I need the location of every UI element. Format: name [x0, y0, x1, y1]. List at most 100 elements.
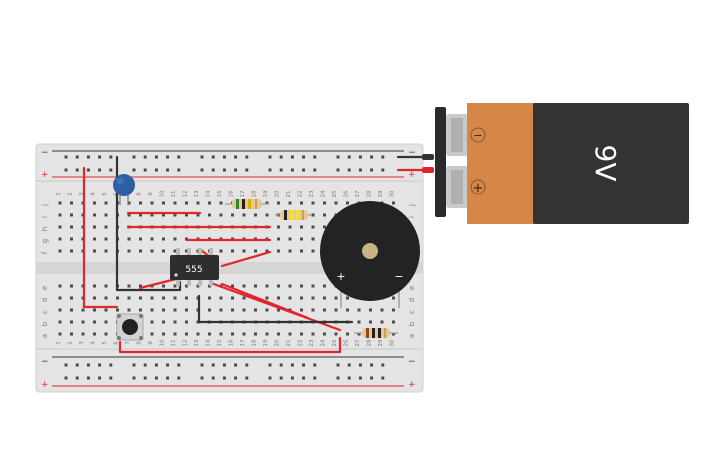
rail-hole-0-15 — [268, 155, 272, 159]
rail-hole-3-15 — [268, 376, 272, 380]
hole-d-4 — [93, 296, 96, 300]
battery-body — [533, 103, 689, 224]
wire-black-bottom — [197, 294, 354, 324]
hole-c-2 — [70, 308, 73, 312]
ceramic-capacitor[interactable] — [113, 174, 135, 205]
rail-hole-2-2 — [86, 363, 90, 367]
rail-hole-0-1 — [75, 155, 79, 159]
column-number-bottom-12: 12 — [183, 340, 189, 347]
hole-e-21 — [288, 284, 292, 288]
column-number-top-22: 22 — [298, 191, 304, 198]
row-label-left-j: j — [41, 204, 49, 207]
piezo-buzzer[interactable]: + − — [320, 201, 420, 308]
rail-hole-0-10 — [200, 155, 204, 159]
rail-hole-0-17 — [290, 155, 294, 159]
hole-f-17 — [242, 249, 246, 253]
hole-e-20 — [277, 284, 280, 288]
hole-f-19 — [265, 249, 269, 253]
hole-g-2 — [70, 237, 73, 241]
column-number-top-18: 18 — [252, 190, 258, 197]
resistor-1[interactable] — [225, 199, 268, 209]
hole-j-21 — [288, 201, 292, 205]
rail-hole-2-12 — [222, 363, 226, 367]
hole-f-2 — [70, 249, 73, 253]
resistor-2[interactable] — [275, 210, 312, 220]
hole-c-6 — [116, 308, 119, 312]
rail-hole-1-5 — [132, 168, 136, 172]
rail-hole-2-15 — [268, 363, 272, 367]
column-number-bottom-21: 21 — [286, 340, 292, 347]
column-number-bottom-6: 6 — [114, 341, 120, 345]
pushbutton[interactable] — [116, 313, 144, 341]
column-number-top-10: 10 — [160, 190, 166, 197]
column-number-bottom-19: 19 — [263, 339, 269, 346]
column-number-top-9: 9 — [148, 192, 154, 196]
column-number-top-16: 16 — [229, 190, 235, 197]
hole-g-21 — [288, 237, 292, 241]
hole-i-13 — [196, 213, 200, 217]
rail-hole-3-13 — [234, 376, 238, 380]
column-number-top-15: 15 — [217, 190, 223, 197]
column-number-bottom-30: 30 — [390, 339, 396, 346]
column-number-bottom-13: 13 — [194, 339, 200, 346]
hole-c-5 — [104, 308, 108, 312]
hole-e-17 — [242, 284, 246, 288]
hole-c-15 — [219, 308, 223, 312]
rail-hole-0-3 — [98, 155, 102, 159]
hole-j-22 — [300, 201, 303, 205]
column-number-bottom-2: 2 — [68, 341, 74, 345]
rail-hole-2-23 — [370, 363, 374, 367]
hole-h-23 — [311, 225, 315, 229]
hole-j-13 — [196, 201, 200, 205]
rail-hole-0-5 — [132, 155, 136, 159]
resistor-3[interactable] — [354, 328, 398, 338]
column-number-top-3: 3 — [79, 192, 85, 196]
hole-i-1 — [58, 213, 62, 217]
hole-j-12 — [185, 201, 188, 205]
rail-minus-label-tr: − — [408, 148, 416, 158]
hole-e-18 — [254, 284, 257, 288]
battery-9v[interactable]: − + 9V — [435, 103, 689, 224]
rail-hole-1-13 — [234, 168, 238, 172]
hole-a-11 — [173, 332, 177, 336]
column-number-bottom-11: 11 — [171, 340, 177, 347]
hole-c-25 — [334, 308, 338, 312]
rail-hole-3-17 — [290, 376, 294, 380]
rail-divider-bottom — [36, 348, 423, 350]
row-label-left-f: f — [41, 251, 49, 254]
rail-hole-3-18 — [302, 376, 306, 380]
battery-band — [467, 103, 534, 224]
wires — [82, 154, 434, 354]
hole-j-10 — [162, 201, 165, 205]
column-number-top-30: 30 — [390, 190, 396, 197]
hole-d-21 — [288, 296, 292, 300]
rail-hole-1-7 — [154, 168, 158, 172]
hole-j-24 — [323, 201, 326, 205]
hole-e-2 — [70, 284, 73, 288]
hole-i-24 — [323, 213, 326, 217]
hole-a-30 — [392, 332, 395, 336]
rail-hole-0-0 — [64, 155, 68, 159]
hole-a-10 — [162, 332, 165, 336]
column-number-bottom-4: 4 — [91, 341, 97, 345]
rail-hole-2-17 — [290, 363, 294, 367]
rail-hole-2-19 — [313, 363, 317, 367]
rail-hole-2-13 — [234, 363, 238, 367]
hole-i-16 — [231, 213, 234, 217]
hole-d-8 — [139, 296, 142, 300]
hole-j-9 — [150, 201, 154, 205]
timer-chip-555[interactable]: 555 — [170, 248, 219, 286]
hole-e-7 — [127, 284, 131, 288]
hole-d-14 — [208, 296, 211, 300]
hole-i-11 — [173, 213, 177, 217]
column-number-bottom-25: 25 — [332, 339, 338, 346]
hole-b-30 — [392, 320, 395, 324]
hole-j-19 — [265, 201, 269, 205]
column-number-top-11: 11 — [171, 191, 177, 198]
hole-b-2 — [70, 320, 73, 324]
hole-i-12 — [185, 213, 188, 217]
hole-j-1 — [58, 201, 62, 205]
hole-f-22 — [300, 249, 303, 253]
hole-b-12 — [185, 320, 188, 324]
wire-red-diag-left — [138, 277, 178, 290]
